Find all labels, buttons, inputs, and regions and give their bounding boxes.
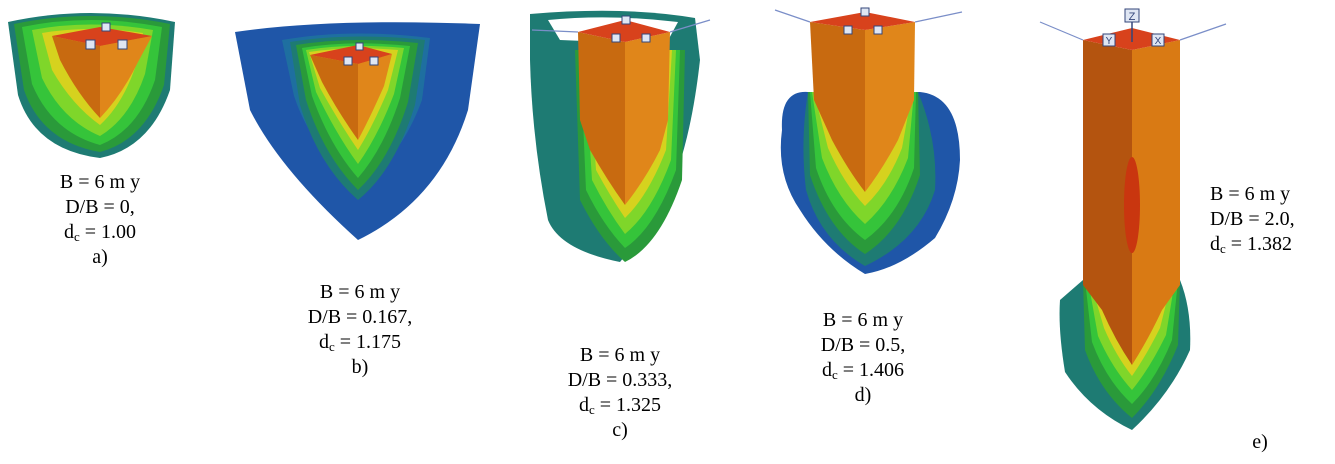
dc-subscript: c	[73, 229, 80, 244]
axis-z-icon	[355, 42, 364, 51]
caption-b: B = 6 m y D/B = 0.167, dc = 1.175 b)	[290, 280, 430, 380]
caption-c-line3: dc = 1.325	[550, 393, 690, 418]
caption-d-line2: D/B = 0.5,	[820, 334, 906, 356]
dc-subscript: c	[588, 402, 595, 417]
caption-a: B = 6 m y D/B = 0, dc = 1.00 a)	[35, 170, 165, 270]
dc-symbol: d	[318, 331, 329, 353]
dc-symbol: d	[1210, 233, 1220, 255]
caption-a-line1: B = 6 m y	[59, 171, 141, 193]
dc-value: = 1.406	[837, 359, 905, 381]
dc-symbol: d	[821, 359, 832, 381]
mechanism-c-core-right	[625, 32, 670, 205]
mechanism-d-core-right	[865, 22, 915, 192]
dc-symbol: d	[578, 394, 589, 416]
mechanism-c	[530, 10, 711, 262]
caption-c-line1: B = 6 m y	[579, 344, 661, 366]
caption-d-tag: d)	[854, 384, 872, 406]
dc-subscript: c	[328, 339, 335, 354]
mechanism-e-core-right	[1132, 40, 1180, 365]
caption-e-line2: D/B = 2.0,	[1210, 208, 1295, 230]
caption-e-line3: dc = 1.382	[1210, 232, 1330, 257]
mechanism-c-core-left	[578, 32, 625, 205]
axis-x-icon	[873, 25, 883, 35]
mechanism-e-ground-right	[1179, 23, 1227, 41]
dc-value: = 1.325	[594, 394, 662, 416]
axis-z-label: Z	[1129, 11, 1136, 23]
mechanism-b-core-right	[358, 54, 392, 140]
axis-x-label: X	[1155, 36, 1162, 47]
dc-symbol: d	[63, 221, 74, 243]
caption-c: B = 6 m y D/B = 0.333, dc = 1.325 c)	[550, 343, 690, 443]
axis-y-label: Y	[1106, 36, 1113, 47]
caption-a-line3: dc = 1.00	[35, 220, 165, 245]
caption-e-tag: e)	[1252, 431, 1268, 453]
dc-subscript: c	[831, 367, 838, 382]
mechanism-a-core-left	[52, 36, 100, 118]
mechanism-e-core-left	[1083, 40, 1132, 365]
axis-y-icon	[611, 33, 621, 43]
caption-b-line2: D/B = 0.167,	[307, 306, 413, 328]
mechanism-e-peak-zone	[1124, 157, 1140, 253]
axis-y-icon	[85, 39, 96, 50]
caption-e: B = 6 m y D/B = 2.0, dc = 1.382	[1210, 182, 1330, 257]
mechanism-a-core-right	[100, 36, 152, 118]
mechanism-c-ground-left	[531, 29, 579, 33]
caption-d-line3: dc = 1.406	[798, 358, 928, 383]
axis-z-icon	[621, 15, 631, 25]
caption-c-line2: D/B = 0.333,	[567, 369, 673, 391]
caption-b-line3: dc = 1.175	[290, 330, 430, 355]
axis-z-icon	[1124, 8, 1140, 23]
mechanism-a-top-face	[52, 27, 152, 46]
dc-value: = 1.382	[1225, 233, 1293, 255]
mechanism-d-core-left	[810, 22, 865, 192]
axis-y-icon	[843, 25, 853, 35]
dc-value: = 1.00	[79, 221, 137, 243]
caption-a-line2: D/B = 0,	[65, 196, 135, 218]
dc-subscript: c	[1220, 241, 1226, 256]
caption-b-tag: b)	[351, 356, 369, 378]
axis-z-icon	[860, 7, 870, 17]
caption-c-tag: c)	[612, 419, 628, 441]
caption-d-line1: B = 6 m y	[822, 309, 904, 331]
caption-b-line1: B = 6 m y	[319, 281, 401, 303]
mechanism-b-core-left	[310, 55, 358, 140]
caption-d: B = 6 m y D/B = 0.5, dc = 1.406 d)	[798, 308, 928, 408]
caption-a-tag: a)	[92, 246, 108, 268]
mechanism-c-ground-right	[669, 19, 711, 33]
axis-x-icon	[641, 33, 651, 43]
mechanism-e: Z Y X	[1039, 8, 1227, 430]
axis-x-icon	[117, 39, 128, 50]
axis-x-icon	[369, 56, 379, 66]
mechanism-d-top-face	[810, 12, 915, 30]
mechanism-b	[235, 22, 480, 241]
axis-y-icon	[343, 56, 353, 66]
mechanism-e-ground-left	[1039, 21, 1084, 41]
mechanism-d-ground-left	[774, 9, 811, 23]
mechanism-a	[8, 13, 175, 158]
dc-value: = 1.175	[334, 331, 402, 353]
axis-y-icon	[1102, 33, 1116, 47]
axis-z-icon	[101, 22, 111, 32]
mechanism-d-ground-right	[914, 11, 963, 23]
caption-e-line1: B = 6 m y	[1210, 183, 1291, 205]
mechanism-d	[774, 7, 963, 275]
axis-x-icon	[1151, 33, 1165, 47]
